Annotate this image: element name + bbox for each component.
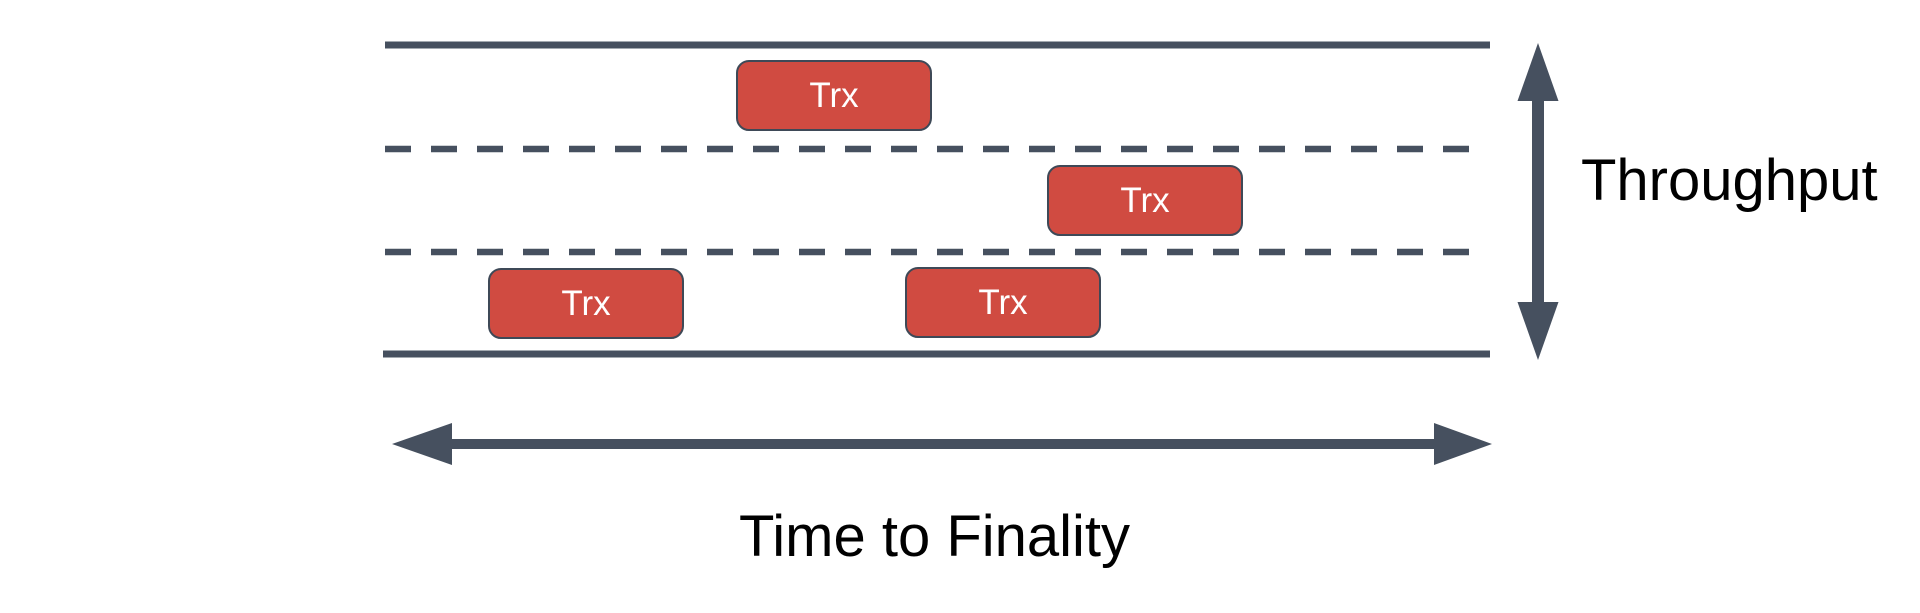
throughput-label: Throughput (1581, 148, 1878, 213)
trx-box-lane-top: Trx (736, 60, 932, 131)
trx-box-lane-bottom-left: Trx (488, 268, 684, 339)
trx-box-label: Trx (561, 284, 611, 323)
time-to-finality-double-arrow-icon (392, 423, 1492, 465)
trx-box-label: Trx (978, 283, 1028, 322)
trx-box-label: Trx (809, 76, 859, 115)
throughput-double-arrow-icon (1517, 43, 1559, 360)
trx-box-label: Trx (1120, 181, 1170, 220)
trx-box-lane-middle: Trx (1047, 165, 1243, 236)
time-to-finality-label: Time to Finality (739, 504, 1131, 569)
trx-box-lane-bottom-right: Trx (905, 267, 1101, 338)
